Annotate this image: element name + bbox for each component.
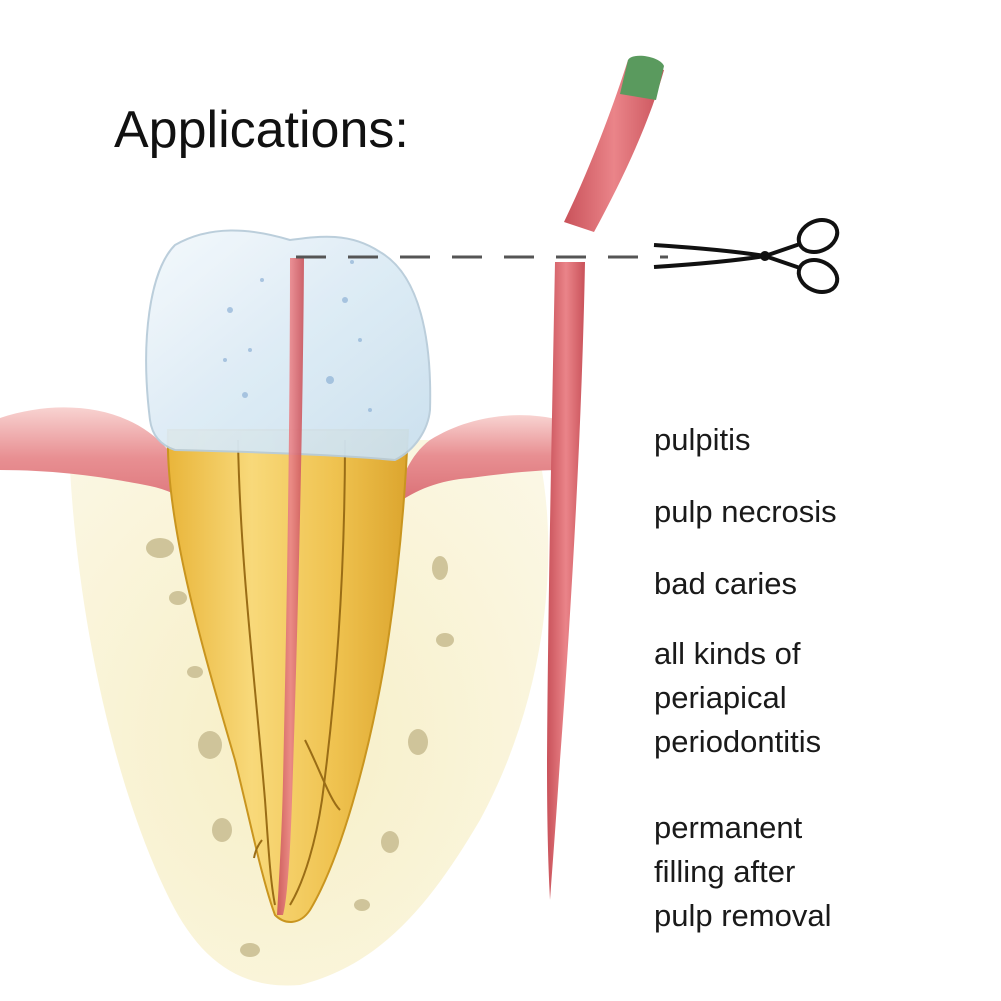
page-title: Applications:	[114, 101, 409, 159]
gutta-percha-in-canal	[277, 258, 304, 915]
application-label: pulp necrosis	[654, 494, 837, 529]
application-label: pulpitis	[654, 422, 751, 457]
tooth-crown	[145, 229, 432, 462]
crown-speckles	[223, 260, 372, 412]
application-label: bad caries	[654, 566, 798, 601]
root-canal	[237, 439, 346, 906]
gutta-percha-cap	[620, 55, 664, 100]
application-label: pulp removal	[654, 898, 832, 933]
application-label: filling after	[654, 854, 796, 889]
application-label: periodontitis	[654, 724, 822, 759]
application-label: permanent	[654, 810, 803, 845]
list-item: bad caries	[654, 562, 984, 606]
application-label: all kinds of	[654, 636, 801, 671]
gutta-percha-point-bottom	[547, 262, 585, 900]
bone-pores	[146, 538, 454, 957]
application-label: periapical	[654, 680, 787, 715]
gutta-percha-point-top	[564, 60, 664, 232]
applications-list: pulpitis pulp necrosis bad caries all ki…	[654, 418, 984, 938]
gum-left	[0, 407, 210, 520]
lateral-canal	[253, 739, 341, 859]
list-item: all kinds of periapical periodontitis	[654, 632, 984, 764]
scissors-icon	[653, 217, 840, 295]
gum-right	[395, 415, 560, 505]
list-item: pulp necrosis	[654, 490, 984, 534]
list-item: pulpitis	[654, 418, 984, 462]
list-item: permanent filling after pulp removal	[654, 806, 984, 938]
